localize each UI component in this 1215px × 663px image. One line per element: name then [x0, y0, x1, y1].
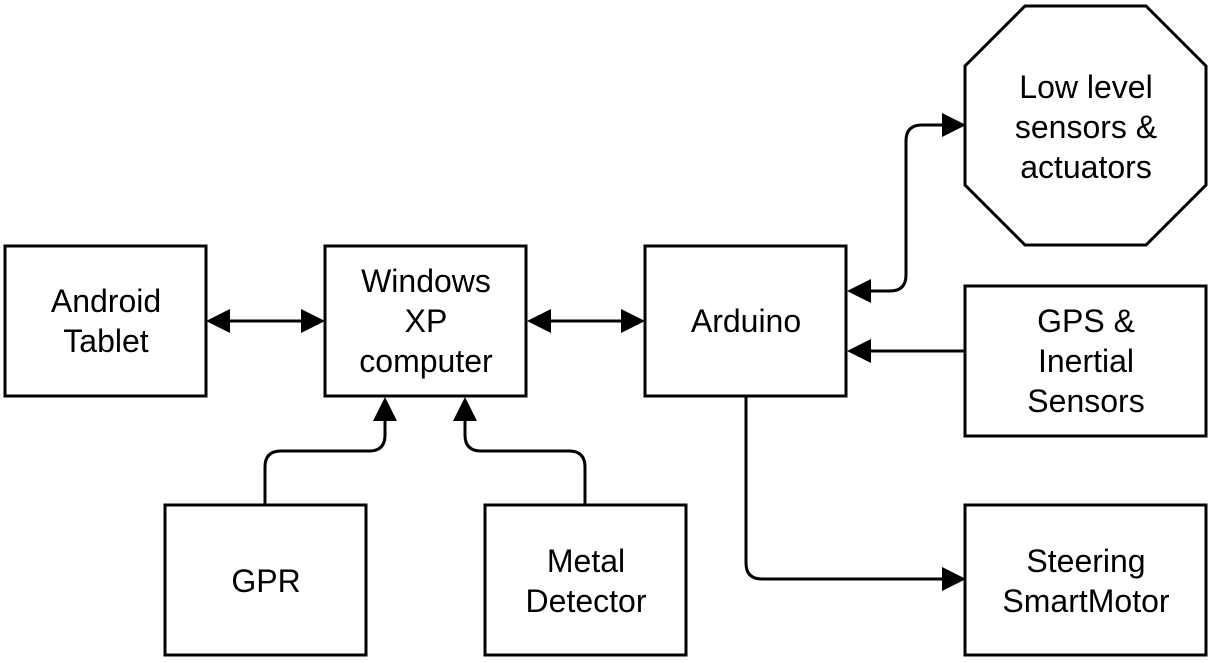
node-label-line: Tablet [63, 323, 149, 359]
node-windows-xp-computer: Windows XP computer [323, 244, 528, 398]
node-gps-inertial-sensors: GPS & Inertial Sensors [963, 284, 1208, 438]
edge-metal-windows [463, 414, 587, 505]
arrowhead-left-icon [206, 309, 230, 333]
node-label-line: GPR [231, 563, 300, 599]
arrowhead-right-icon [942, 113, 966, 137]
arrowhead-up-icon [373, 397, 397, 421]
arrowhead-right-icon [621, 309, 645, 333]
node-steering-smartmotor: Steering SmartMotor [963, 503, 1208, 657]
node-label-line: Low level [1019, 69, 1152, 105]
node-metal-detector: Metal Detector [483, 503, 688, 657]
connectors [206, 113, 966, 591]
node-label-line: XP [405, 303, 448, 339]
node-label-line: Sensors [1027, 383, 1144, 419]
node-gpr: GPR [163, 503, 368, 657]
node-label-line: computer [359, 343, 493, 379]
node-label-line: Android [51, 283, 161, 319]
node-label-line: Arduino [691, 303, 801, 339]
node-label-line: sensors & [1015, 109, 1157, 145]
node-label-line: Inertial [1038, 343, 1134, 379]
node-label-line: Metal [547, 543, 625, 579]
arrowhead-right-icon [301, 309, 325, 333]
edge-gpr-windows [263, 414, 387, 505]
node-label-line: SmartMotor [1002, 583, 1169, 619]
node-label-line: GPS & [1037, 303, 1135, 339]
node-label-line: actuators [1020, 149, 1152, 185]
arrowhead-right-icon [942, 567, 966, 591]
node-arduino: Arduino [643, 244, 848, 398]
node-label-line: Windows [361, 263, 491, 299]
node-label-line: Steering [1026, 543, 1145, 579]
node-label-line: Detector [526, 583, 647, 619]
edge-arduino-lowlevel [864, 123, 948, 293]
edge-arduino-steering [744, 397, 948, 581]
arrowhead-up-icon [453, 397, 477, 421]
node-low-level-sensors: Low level sensors & actuators [963, 4, 1208, 247]
node-android-tablet: Android Tablet [3, 244, 208, 398]
arrowhead-left-icon [847, 339, 871, 363]
arrowhead-left-icon [527, 309, 551, 333]
arrowhead-left-icon [847, 279, 871, 303]
